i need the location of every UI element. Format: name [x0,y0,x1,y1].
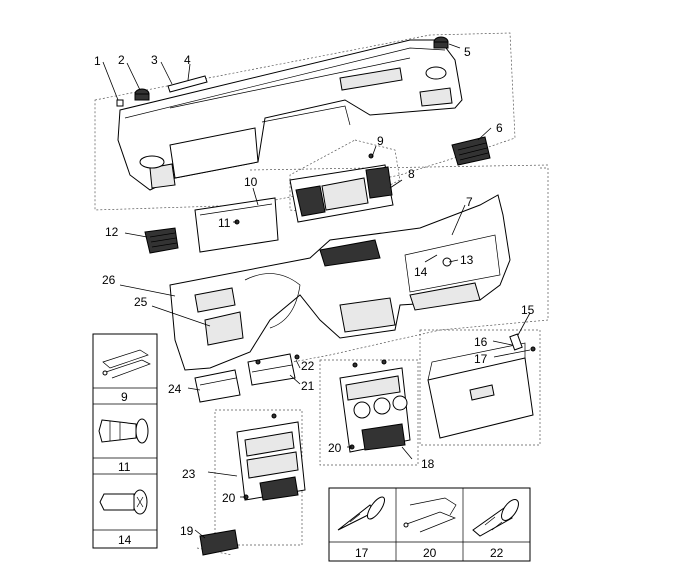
upper-dash-panel [117,39,463,191]
callout-10: 10 [244,175,258,189]
clip-1 [116,99,124,107]
callout-8: 8 [408,167,415,181]
side-vent-6 [451,136,491,166]
callout-20b: 20 [328,441,342,455]
callout-13: 13 [460,253,474,267]
detail-clip-20 [403,497,457,533]
radio-trim-23 [236,421,306,501]
callout-6: 6 [496,121,503,135]
callout-12: 12 [105,225,119,239]
callout-25: 25 [134,295,148,309]
detail-pushpin-17 [337,496,386,531]
callout-11: 11 [218,216,231,230]
callout-5: 5 [464,45,471,59]
callout-4: 4 [184,53,191,67]
glovebox-15 [427,333,534,439]
callout-labels: 1 2 3 4 5 6 7 8 9 10 11 12 13 14 15 16 1… [94,45,535,538]
callout-1: 1 [94,54,101,68]
callout-22: 22 [301,359,315,373]
side-vent-12 [144,227,179,254]
callout-19: 19 [180,524,194,538]
climate-panel-18 [339,367,411,453]
callout-23: 23 [182,467,196,481]
pocket-19 [199,529,239,556]
tray-24 [194,369,241,403]
detail-label-9: 9 [121,390,128,404]
callout-3: 3 [151,53,158,67]
detail-screw-14 [99,489,148,515]
bracket-21 [247,353,296,386]
detail-label-22: 22 [490,546,504,560]
detail-clip-9 [102,349,151,379]
callout-14: 14 [414,265,428,279]
callout-21: 21 [301,379,315,393]
leader-lines [102,43,531,539]
vent-knob-2 [134,88,150,101]
center-bezel-8 [289,164,394,223]
left-detail-panel: 9 11 14 [92,333,158,549]
instrument-panel-7 [169,194,511,371]
detail-label-20: 20 [423,546,437,560]
callout-15: 15 [521,303,535,317]
callout-18: 18 [421,457,435,471]
bottom-detail-panel: 17 20 22 [328,487,531,562]
cover-4 [167,75,208,93]
detail-pushpin-11 [98,418,149,444]
callout-7: 7 [466,195,473,209]
callout-20a: 20 [222,491,236,505]
detail-label-14: 14 [118,533,132,547]
callout-17: 17 [474,352,488,366]
vent-knob-5 [433,36,449,49]
detail-label-11: 11 [118,460,131,474]
panel-10 [194,197,279,253]
callout-24: 24 [168,382,182,396]
callout-2: 2 [118,53,125,67]
callout-26: 26 [102,273,116,287]
callout-9: 9 [377,134,384,148]
callout-16: 16 [474,335,488,349]
detail-screw-22 [472,499,519,537]
detail-label-17: 17 [355,546,369,560]
